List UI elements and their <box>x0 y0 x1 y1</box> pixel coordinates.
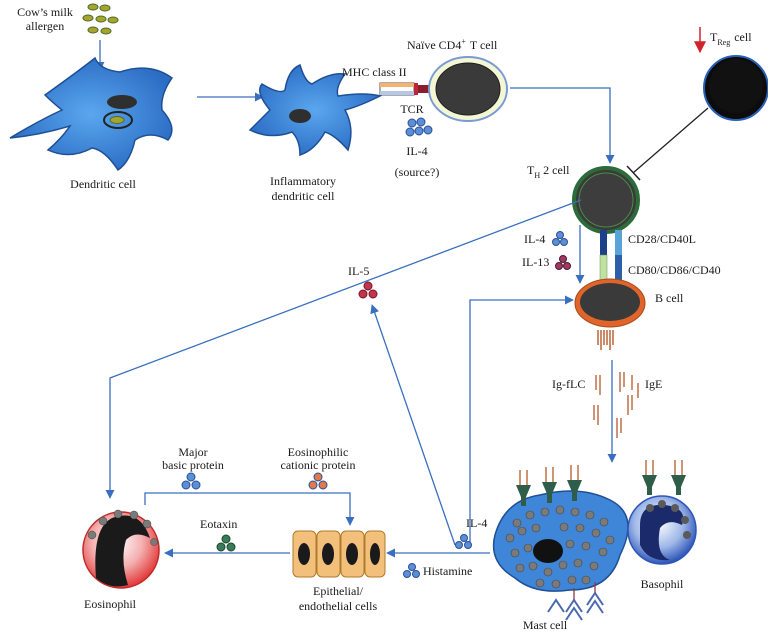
mast-cell-surface-receptors-icon <box>547 582 604 621</box>
basophil-label: Basophil <box>641 577 684 591</box>
il4-source-label: IL-4 (source?) <box>395 144 440 179</box>
basophil-icon <box>627 460 697 565</box>
allergen-label: Cow’s milk allergen <box>17 5 73 33</box>
svg-text:basic protein: basic protein <box>162 458 224 472</box>
svg-text:Inflammatory: Inflammatory <box>270 174 336 188</box>
free-antibodies-icon <box>593 372 639 438</box>
mast-cell-label: Mast cell <box>523 618 568 632</box>
eosinophil-granules-bracket <box>144 492 355 526</box>
epithelial-label: Epithelial/ endothelial cells <box>299 584 378 613</box>
il4-label: IL-4 <box>524 232 545 246</box>
svg-text:(source?): (source?) <box>395 165 440 179</box>
ig-flc-label: Ig-fLC <box>552 377 585 391</box>
mast-il4-to-bcell-arrow <box>469 295 574 542</box>
cd28-label: CD28/CD40L <box>628 232 696 246</box>
mhc-label: MHC class II <box>342 65 407 79</box>
ecp-cytokine-icon <box>308 472 328 490</box>
eosinophil-icon <box>82 509 160 589</box>
dendritic-cell-icon <box>9 56 174 172</box>
svg-text:TH2 cell: TH2 cell <box>527 163 570 180</box>
mast-cell-icon <box>492 490 629 592</box>
naive-to-th2-arrow <box>510 87 615 164</box>
histamine-icon <box>403 563 420 578</box>
eosinophil-label: Eosinophil <box>84 597 137 611</box>
svg-text:cationic protein: cationic protein <box>281 458 356 472</box>
il13-label: IL-13 <box>522 255 549 269</box>
svg-text:endothelial cells: endothelial cells <box>299 599 378 613</box>
histamine-label: Histamine <box>423 564 472 578</box>
epithelial-cells-icon <box>292 530 386 578</box>
svg-text:IL-4: IL-4 <box>406 144 427 158</box>
mast-il4-cytokine-icon <box>455 534 472 549</box>
svg-text:Epithelial/: Epithelial/ <box>313 584 364 598</box>
dendritic-cell-label: Dendritic cell <box>70 177 136 191</box>
naive-t-cell-label: Naïve CD4+T cell <box>407 37 498 52</box>
treg-inhibition-line <box>632 107 709 174</box>
b-cell-label: B cell <box>655 291 684 305</box>
naive-t-cell-icon <box>428 56 508 122</box>
eotaxin-label: Eotaxin <box>200 517 237 531</box>
b-cell-icon <box>574 278 646 328</box>
il4-cytokine-icon <box>552 231 568 246</box>
il5-cytokine-icon <box>358 281 378 299</box>
allergen-granules-icon <box>82 3 119 35</box>
svg-text:Naïve CD4+T cell: Naïve CD4+T cell <box>407 37 498 52</box>
inflammatory-dendritic-cell-icon <box>248 63 383 157</box>
svg-text:Major: Major <box>178 445 207 459</box>
th2-cell-icon <box>572 166 640 234</box>
cd80-label: CD80/CD86/CD40 <box>628 263 721 277</box>
il4-source-cytokine-icon <box>405 117 433 137</box>
costimulatory-receptors-icon <box>599 230 622 281</box>
ecp-label: Eosinophilic cationic protein <box>281 445 356 472</box>
eotaxin-cytokine-icon <box>216 534 236 552</box>
svg-text:Cow’s milk: Cow’s milk <box>17 5 73 19</box>
ige-label: IgE <box>645 377 662 391</box>
svg-text:dendritic cell: dendritic cell <box>272 189 336 203</box>
tcr-label: TCR <box>400 102 423 116</box>
treg-inhibition-bar <box>626 165 641 181</box>
svg-text:allergen: allergen <box>26 19 64 33</box>
mast-cell-ige-receptors-icon <box>516 465 582 506</box>
mbp-label: Major basic protein <box>162 445 224 472</box>
treg-cell-icon <box>703 55 768 121</box>
b-cell-antibodies-icon <box>597 330 614 350</box>
mbp-cytokine-icon <box>181 472 201 490</box>
il13-cytokine-icon <box>555 255 571 270</box>
mast-il4-label: IL-4 <box>466 516 487 530</box>
th2-to-eosinophil-arrow <box>105 199 582 499</box>
svg-text:Eosinophilic: Eosinophilic <box>288 445 349 459</box>
mast-to-il5-arrow <box>370 304 456 546</box>
inflammatory-dc-label: Inflammatory dendritic cell <box>270 174 336 203</box>
il5-label: IL-5 <box>348 264 369 278</box>
